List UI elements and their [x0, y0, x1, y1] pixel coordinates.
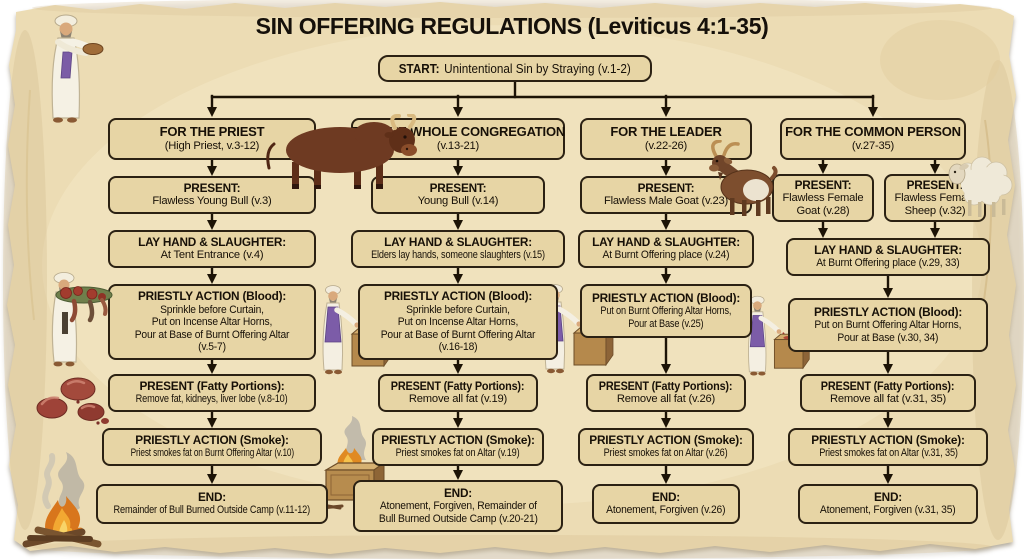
- box-body: Priest smokes fat on Altar (v.31, 35): [818, 447, 958, 460]
- box-body: Remove all fat (v.19): [408, 393, 508, 406]
- leader-fatty-box: PRESENT (Fatty Portions): Remove all fat…: [586, 374, 746, 412]
- goat-illustration: [709, 140, 778, 216]
- box-body: Priest smokes fat on Burnt Offering Alta…: [130, 447, 294, 460]
- box-body: Atonement, Forgiven (v.31, 35): [820, 504, 956, 517]
- box-title: END:: [443, 485, 473, 500]
- box-body: At Burnt Offering place (v.24): [602, 249, 730, 262]
- box-title: FOR THE PRIEST: [159, 124, 265, 140]
- congregation-fatty-box: PRESENT (Fatty Portions): Remove all fat…: [378, 374, 538, 412]
- box-title: PRESENT:: [429, 181, 487, 196]
- box-title: PRESENT:: [183, 181, 241, 196]
- box-body: Sprinkle before Curtain, Put on Incense …: [134, 303, 290, 354]
- box-subtitle: (v.22-26): [644, 140, 688, 152]
- box-title: LAY HAND & SLAUGHTER:: [592, 235, 740, 250]
- box-title: LAY HAND & SLAUGHTER:: [384, 235, 532, 250]
- leader-header-box: FOR THE LEADER (v.22-26): [580, 118, 752, 160]
- box-body: Put on Burnt Offering Altar Horns, Pour …: [814, 319, 962, 344]
- leader-end-box: END: Atonement, Forgiven (v.26): [592, 484, 740, 524]
- box-title: LAY HAND & SLAUGHTER:: [138, 235, 286, 250]
- box-title: PRESENT:: [906, 177, 964, 192]
- box-body: Atonement, Forgiven, Remainder of Bull B…: [378, 500, 538, 525]
- start-text: Unintentional Sin by Straying (v.1-2): [444, 61, 632, 76]
- box-title: PRESENT (Fatty Portions):: [821, 379, 955, 394]
- common-person-lay-hand-box: LAY HAND & SLAUGHTER: At Burnt Offering …: [786, 238, 990, 276]
- box-title: LAY HAND & SLAUGHTER:: [814, 243, 962, 258]
- box-body: Remove fat, kidneys, liver lobe (v.8-10): [136, 393, 288, 406]
- start-box: START: Unintentional Sin by Straying (v.1…: [378, 55, 652, 82]
- start-label: START:: [398, 61, 440, 76]
- priest-with-offering-illustration: [51, 14, 104, 123]
- leader-blood-box: PRIESTLY ACTION (Blood): Put on Burnt Of…: [580, 284, 752, 338]
- box-title: END:: [873, 490, 903, 505]
- priest-lay-hand-box: LAY HAND & SLAUGHTER: At Tent Entrance (…: [108, 230, 316, 268]
- box-title: PRESENT (Fatty Portions):: [391, 379, 525, 394]
- bull-illustration: [266, 114, 417, 189]
- congregation-present-box: PRESENT: Young Bull (v.14): [371, 176, 545, 214]
- box-subtitle: (High Priest, v.3-12): [164, 140, 260, 152]
- box-body: Remainder of Bull Burned Outside Camp (v…: [113, 504, 311, 517]
- common-person-smoke-box: PRIESTLY ACTION (Smoke): Priest smokes f…: [788, 428, 988, 466]
- priest-blood-box: PRIESTLY ACTION (Blood): Sprinkle before…: [108, 284, 316, 360]
- congregation-blood-box: PRIESTLY ACTION (Blood): Sprinkle before…: [358, 284, 558, 360]
- box-body: Sprinkle before Curtain, Put on Incense …: [380, 303, 536, 354]
- box-title: PRESENT (Fatty Portions):: [139, 379, 285, 394]
- congregation-lay-hand-box: LAY HAND & SLAUGHTER: Elders lay hands, …: [351, 230, 565, 268]
- box-subtitle: (v.27-35): [851, 140, 895, 152]
- common-person-header-box: FOR THE COMMON PERSON (v.27-35): [780, 118, 966, 160]
- common-person-fatty-box: PRESENT (Fatty Portions): Remove all fat…: [800, 374, 976, 412]
- box-title: PRIESTLY ACTION (Blood):: [383, 289, 533, 304]
- box-title: PRESENT:: [637, 181, 695, 196]
- congregation-end-box: END: Atonement, Forgiven, Remainder of B…: [353, 480, 563, 532]
- box-title: PRIESTLY ACTION (Smoke):: [589, 433, 743, 448]
- box-body: Flawless Female Goat (v.28): [782, 192, 864, 217]
- meat-portions-illustration: [36, 377, 109, 425]
- campfire-illustration: [22, 452, 102, 548]
- box-title: PRIESTLY ACTION (Smoke):: [135, 433, 289, 448]
- common-person-present-goat-box: PRESENT: Flawless Female Goat (v.28): [772, 174, 874, 222]
- box-body: At Tent Entrance (v.4): [160, 249, 264, 262]
- sheep-illustration: [948, 156, 1013, 217]
- box-body: Atonement, Forgiven (v.26): [606, 504, 726, 517]
- box-body: Remove all fat (v.26): [616, 393, 716, 406]
- box-body: Put on Burnt Offering Altar Horns, Pour …: [600, 305, 732, 330]
- congregation-smoke-box: PRIESTLY ACTION (Smoke): Priest smokes f…: [372, 428, 544, 466]
- priest-fatty-box: PRESENT (Fatty Portions): Remove fat, ki…: [108, 374, 316, 412]
- box-title: PRESENT:: [794, 177, 852, 192]
- box-title: PRIESTLY ACTION (Smoke):: [811, 433, 965, 448]
- box-body: Priest smokes fat on Altar (v.19): [396, 447, 520, 460]
- box-title: END:: [197, 490, 227, 505]
- box-body: Remove all fat (v.31, 35): [829, 393, 947, 406]
- leader-lay-hand-box: LAY HAND & SLAUGHTER: At Burnt Offering …: [578, 230, 754, 268]
- box-title: PRIESTLY ACTION (Blood):: [137, 289, 287, 304]
- priest-carrying-carcass-illustration: [51, 272, 113, 367]
- box-body: Flawless Young Bull (v.3): [152, 195, 272, 208]
- box-title: FOR THE LEADER: [610, 124, 722, 140]
- priest-smoke-box: PRIESTLY ACTION (Smoke): Priest smokes f…: [102, 428, 322, 466]
- box-body: Priest smokes fat on Altar (v.26): [604, 447, 728, 460]
- box-body: Young Bull (v.14): [417, 195, 499, 208]
- box-body: At Burnt Offering place (v.29, 33): [816, 257, 960, 270]
- box-subtitle: (v.13-21): [436, 140, 480, 152]
- priest-present-box: PRESENT: Flawless Young Bull (v.3): [108, 176, 316, 214]
- box-body: Elders lay hands, someone slaughters (v.…: [371, 249, 545, 262]
- box-title: PRESENT (Fatty Portions):: [599, 379, 733, 394]
- box-title: PRIESTLY ACTION (Blood):: [591, 290, 741, 305]
- box-body: Flawless Male Goat (v.23): [603, 195, 729, 208]
- box-title: END:: [651, 490, 681, 505]
- priest-end-box: END: Remainder of Bull Burned Outside Ca…: [96, 484, 328, 524]
- priest-header-box: FOR THE PRIEST (High Priest, v.3-12): [108, 118, 316, 160]
- box-title: PRIESTLY ACTION (Blood):: [813, 304, 963, 319]
- box-title: FOR THE COMMON PERSON: [785, 124, 961, 140]
- common-person-blood-box: PRIESTLY ACTION (Blood): Put on Burnt Of…: [788, 298, 988, 352]
- leader-smoke-box: PRIESTLY ACTION (Smoke): Priest smokes f…: [578, 428, 754, 466]
- common-person-end-box: END: Atonement, Forgiven (v.31, 35): [798, 484, 978, 524]
- page-title: SIN OFFERING REGULATIONS (Leviticus 4:1-…: [255, 13, 769, 39]
- box-title: PRIESTLY ACTION (Smoke):: [381, 433, 535, 448]
